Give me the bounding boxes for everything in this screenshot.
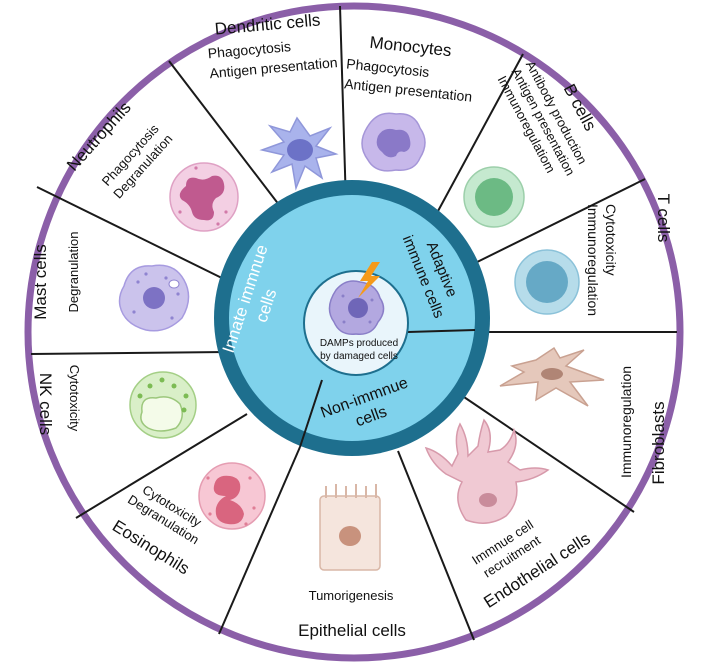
epithelial-cell-icon bbox=[319, 484, 381, 571]
center-text-line2: by damaged cells bbox=[320, 351, 398, 362]
fibroblast-cell-icon bbox=[499, 346, 605, 407]
damaged-cell-icon bbox=[328, 280, 385, 335]
fibroblasts-label: Fibroblasts bbox=[649, 401, 668, 484]
svg-text:Immunoregulation: Immunoregulation bbox=[585, 204, 601, 316]
epithelial-cells-label: Epithelial cells bbox=[298, 621, 406, 640]
dendritic-cell-icon bbox=[259, 116, 339, 191]
nk-cell-icon bbox=[129, 371, 197, 439]
nk-cells-label: NK cells bbox=[36, 373, 55, 435]
t-cells-label: T cells bbox=[654, 194, 673, 243]
svg-text:Fibroblasts: Fibroblasts bbox=[649, 401, 668, 484]
svg-text:NK cells: NK cells bbox=[36, 373, 55, 435]
t-cells-functions: Cytotoxicity Immunoregulation bbox=[585, 204, 619, 316]
inner-divider bbox=[407, 329, 476, 333]
svg-text:Cytotoxicity: Cytotoxicity bbox=[603, 204, 619, 276]
mast-functions: Degranulation bbox=[66, 232, 81, 313]
svg-text:Cytotoxicity: Cytotoxicity bbox=[67, 365, 82, 432]
nk-functions: Cytotoxicity bbox=[67, 365, 82, 432]
eosinophil-cell-icon bbox=[198, 462, 266, 530]
svg-text:T cells: T cells bbox=[654, 194, 673, 243]
neutrophil-cell-icon bbox=[169, 162, 239, 232]
center-text-line1: DAMPs produced bbox=[320, 338, 398, 349]
lightning-icon bbox=[358, 262, 380, 298]
svg-text:Mast cells: Mast cells bbox=[31, 244, 50, 320]
svg-text:Immunoregulation: Immunoregulation bbox=[618, 366, 634, 478]
t-cell-icon bbox=[514, 249, 580, 315]
mast-cell-icon bbox=[118, 264, 190, 332]
svg-text:Degranulation: Degranulation bbox=[66, 232, 81, 313]
endothelial-cell-icon bbox=[424, 418, 550, 524]
epithelial-functions: Tumorigenesis bbox=[309, 588, 394, 603]
mast-cells-label: Mast cells bbox=[31, 244, 50, 320]
monocyte-cell-icon bbox=[361, 112, 426, 172]
inner-divider bbox=[299, 379, 323, 448]
fibroblasts-functions: Immunoregulation bbox=[618, 366, 634, 478]
b-cell-icon bbox=[463, 166, 525, 228]
svg-text:Phagocytosis: Phagocytosis bbox=[207, 38, 291, 61]
sector-dividers bbox=[30, 5, 677, 641]
